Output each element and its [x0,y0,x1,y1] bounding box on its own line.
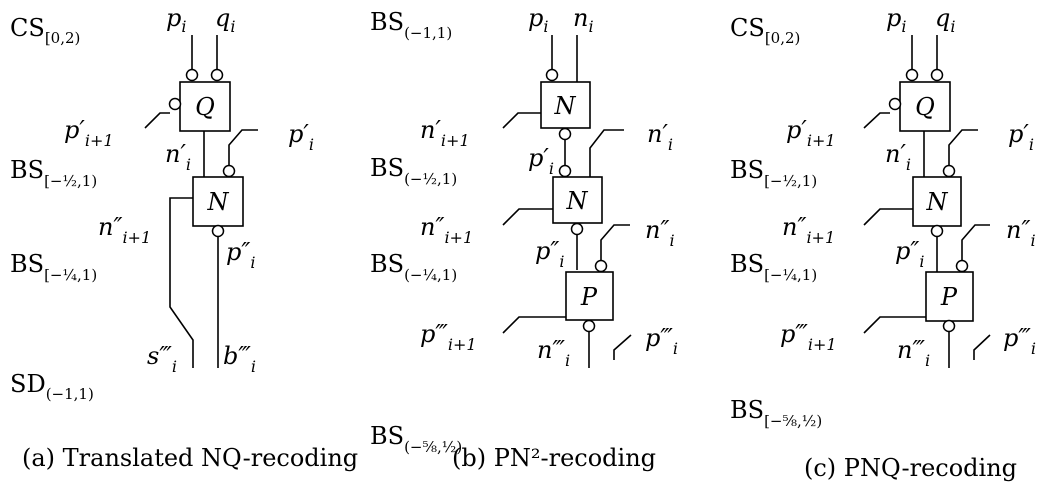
signal-label: p‴i+1 [420,320,477,354]
p-box [925,271,974,322]
n-box-1-label: N [554,92,577,120]
range-label: BS[−¼,1) [730,250,817,284]
negation-circle [942,164,956,178]
signal-label: n″i+1 [98,213,151,247]
signal-label: p′i [1008,120,1034,154]
n-box [912,176,962,227]
q-box-label: Q [195,93,215,121]
range-label: CS[0,2) [730,14,800,47]
signal-label: qi [215,4,236,36]
n-box-label: N [926,188,949,216]
panel-c: CS[0,2) BS[−½,1) BS[−¼,1) BS[−⅝,½) Q N P… [730,4,1036,482]
negation-circle [185,68,199,82]
signal-label: n‴i [537,336,570,370]
range-label: SD(−1,1) [10,370,94,403]
p-box-label: P [940,283,958,311]
range-label: BS[−¼,1) [10,250,97,284]
signal-label: p″i [895,237,924,271]
caption-a: (a) Translated NQ-recoding [22,444,358,472]
negation-circle [168,97,182,111]
signal-label: s‴i [147,342,177,376]
range-label: BS[−½,1) [10,156,97,190]
negation-circle [570,222,584,236]
negation-circle [582,319,596,333]
wire [961,224,990,260]
wire [600,224,630,260]
signal-label: qi [935,4,956,36]
wire [144,112,170,129]
signal-label: p‴i [645,324,678,358]
q-box [179,81,231,132]
panel-a: CS[0,2) BS[−½,1) BS[−¼,1) SD(−1,1) Q N p… [10,4,358,472]
range-label: BS(−⅝,½) [370,422,462,456]
negation-circle [942,319,956,333]
negation-circle [558,127,572,141]
negation-circle [210,68,224,82]
negation-circle [558,164,572,178]
range-label: BS[−½,1) [730,156,817,190]
n-box-label: N [207,188,230,216]
wire [948,129,978,165]
wire [863,112,890,129]
signal-label: p′i [528,144,554,178]
negation-circle [930,224,944,238]
wire [169,197,194,368]
wire [589,129,624,177]
signal-label: n″i [1006,216,1036,250]
range-label: BS(−¼,1) [370,250,457,284]
range-label: BS(−½,1) [370,154,457,188]
negation-circle [222,164,236,178]
signal-label: ni [573,4,594,36]
negation-circle [930,68,944,82]
wire [613,334,632,360]
signal-label: n′i [647,120,673,154]
wire [973,334,991,360]
caption-c: (c) PNQ-recoding [804,454,1017,482]
signal-label: n′i [165,140,191,174]
negation-circle [888,97,902,111]
wire [228,129,258,165]
negation-circle [545,68,559,82]
signal-label: n″i+1 [782,213,835,247]
signal-label: n′i+1 [420,116,470,150]
wire [863,316,926,334]
range-label: BS(−1,1) [370,8,452,42]
signal-label: p′i+1 [64,116,114,150]
q-box-label: Q [915,93,935,121]
negation-circle [211,224,225,238]
n-box-2-label: N [566,187,589,215]
negation-circle [594,259,608,273]
range-label: BS[−⅝,½) [730,396,822,430]
caption-b: (b) PN²-recoding [452,444,656,472]
signal-label: p‴i [1003,324,1036,358]
signal-label: p″i [226,238,255,272]
signal-label: n″i [645,216,675,250]
signal-label: p′i [288,120,314,154]
signal-label: pi [166,4,187,36]
negation-circle [905,68,919,82]
signal-label: n′i [885,140,911,174]
wire [863,208,913,226]
range-label: CS[0,2) [10,14,80,47]
wire [502,112,541,129]
signal-label: pi [886,4,907,36]
signal-label: p‴i+1 [780,320,837,354]
signal-label: p″i [535,237,564,271]
wire [502,208,553,226]
signal-label: n‴i [897,336,930,370]
panel-b: BS(−1,1) BS(−½,1) BS(−¼,1) BS(−⅝,½) N N … [370,4,678,472]
signal-label: pi [528,4,549,36]
signal-label: n″i+1 [420,213,473,247]
signal-label: b‴i [223,342,256,376]
negation-circle [955,259,969,273]
wire [502,316,566,334]
signal-label: p′i+1 [786,116,836,150]
p-box-label: P [580,283,598,311]
